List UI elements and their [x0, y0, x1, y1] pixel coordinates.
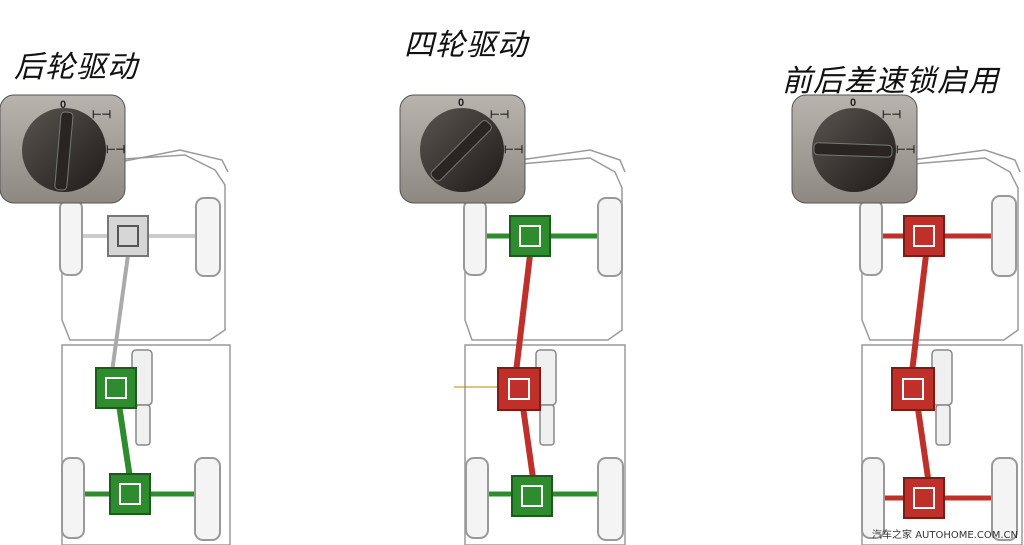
rear-driveshaft: [115, 397, 133, 479]
rear-driveshaft: [914, 401, 931, 479]
front-driveshaft: [513, 254, 533, 373]
dial-mark-4wd: ⊢⊣: [882, 108, 901, 121]
front-driveshaft: [110, 254, 130, 373]
panel-lock: 0 ⊢⊣ ⊢⊣: [791, 94, 1023, 545]
dial-mark-lock: ⊢⊣: [504, 143, 523, 156]
transfer-case: [95, 367, 137, 409]
rear-differential: [511, 475, 553, 517]
selector-dial-icon: 0 ⊢⊣ ⊢⊣: [0, 94, 126, 204]
dial-mark-4wd: ⊢⊣: [490, 108, 509, 121]
dial-mark-lock: ⊢⊣: [106, 143, 125, 156]
wheel-icon: [859, 195, 1018, 541]
front-driveshaft: [909, 254, 929, 373]
wheel-icon: [463, 197, 624, 541]
front-differential: [107, 215, 149, 257]
panel-title-rwd: 后轮驱动: [14, 50, 138, 85]
front-differential: [509, 215, 551, 257]
rear-driveshaft: [519, 399, 536, 479]
front-differential: [903, 215, 945, 257]
chassis-outline: [61, 149, 231, 545]
chassis-outline: [464, 149, 626, 545]
rear-differential: [109, 473, 151, 515]
dial-label-zero: 0: [60, 99, 66, 111]
wheel-icon: [59, 197, 221, 541]
rear-differential: [903, 477, 945, 519]
selector-dial-icon: 0 ⊢⊣ ⊢⊣: [399, 94, 526, 204]
engine-icon: [931, 349, 953, 446]
transfer-case: [891, 367, 935, 411]
panel-4wd: 0 ⊢⊣ ⊢⊣: [399, 94, 626, 545]
panel-title-lock: 前后差速锁启用: [782, 64, 999, 99]
transfer-case: [497, 367, 541, 411]
dial-label-zero: 0: [458, 97, 464, 109]
dial-mark-lock: ⊢⊣: [896, 143, 915, 156]
selector-dial-icon: 0 ⊢⊣ ⊢⊣: [791, 94, 918, 204]
panel-title-4wd: 四轮驱动: [404, 28, 528, 63]
dial-label-zero: 0: [850, 97, 856, 109]
dial-mark-4wd: ⊢⊣: [92, 108, 111, 121]
chassis-outline: [861, 149, 1023, 545]
watermark: 汽车之家 AUTOHOME.COM.CN: [872, 530, 1018, 541]
panel-rwd: 0 ⊢⊣ ⊢⊣: [0, 94, 231, 545]
